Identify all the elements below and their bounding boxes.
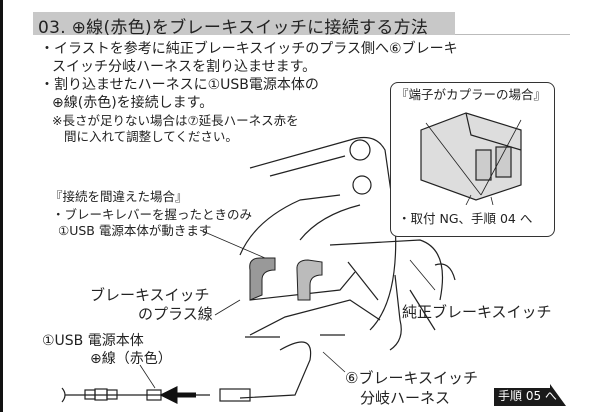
instruction-1-line-2: スイッチ分岐ハーネスを割り込ませます。 [52,59,317,75]
wrong-connection-heading: 『接続を間違えた場合』 [50,189,188,204]
note-line-1: ※長さが足りない場合は⑦延長ハーネス赤を [52,113,299,128]
page-border [0,0,3,412]
harness-label-1: ⑥ブレーキスイッチ [345,369,478,387]
coupler-terminal-box [390,82,555,237]
wrong-connection-line-2: ①USB 電源本体が動きます [58,223,212,238]
next-step-label[interactable]: 手順 05 へ [498,389,557,403]
usb-unit-label-1: ①USB 電源本体 [42,333,144,349]
instruction-2-line-2: ⊕線(赤色)を接続します。 [52,95,214,111]
harness-label-2: 分岐ハーネス [360,389,451,407]
instruction-1-line-1: ・イラストを参考に純正ブレーキスイッチのプラス側へ⑥ブレーキ [40,41,458,57]
instruction-2-line-1: ・割り込ませたハーネスに①USB電源本体の [40,77,319,93]
note-line-2: 間に入れて調整してください。 [64,129,238,144]
next-step-arrow[interactable] [494,384,566,406]
title-rule [455,34,570,35]
section-title: 03. ⊕線(赤色)をブレーキスイッチに接続する方法 [38,18,429,38]
coupler-illustration [420,112,522,205]
plus-wire-label-2: のプラス線 [138,305,213,323]
plus-wire-label-1: ブレーキスイッチ [90,286,210,304]
usb-unit-label-2: ⊕線（赤色） [90,351,172,367]
coupler-box-heading: 『端子がカプラーの場合』 [396,87,547,102]
wrong-connection-line-1: ・ブレーキレバーを握ったときのみ [52,207,253,222]
coupler-box-result: ・取付 NG、手順 04 へ [398,211,533,226]
title-bar [33,12,455,35]
oem-brake-switch-label: 純正ブレーキスイッチ [402,303,552,321]
